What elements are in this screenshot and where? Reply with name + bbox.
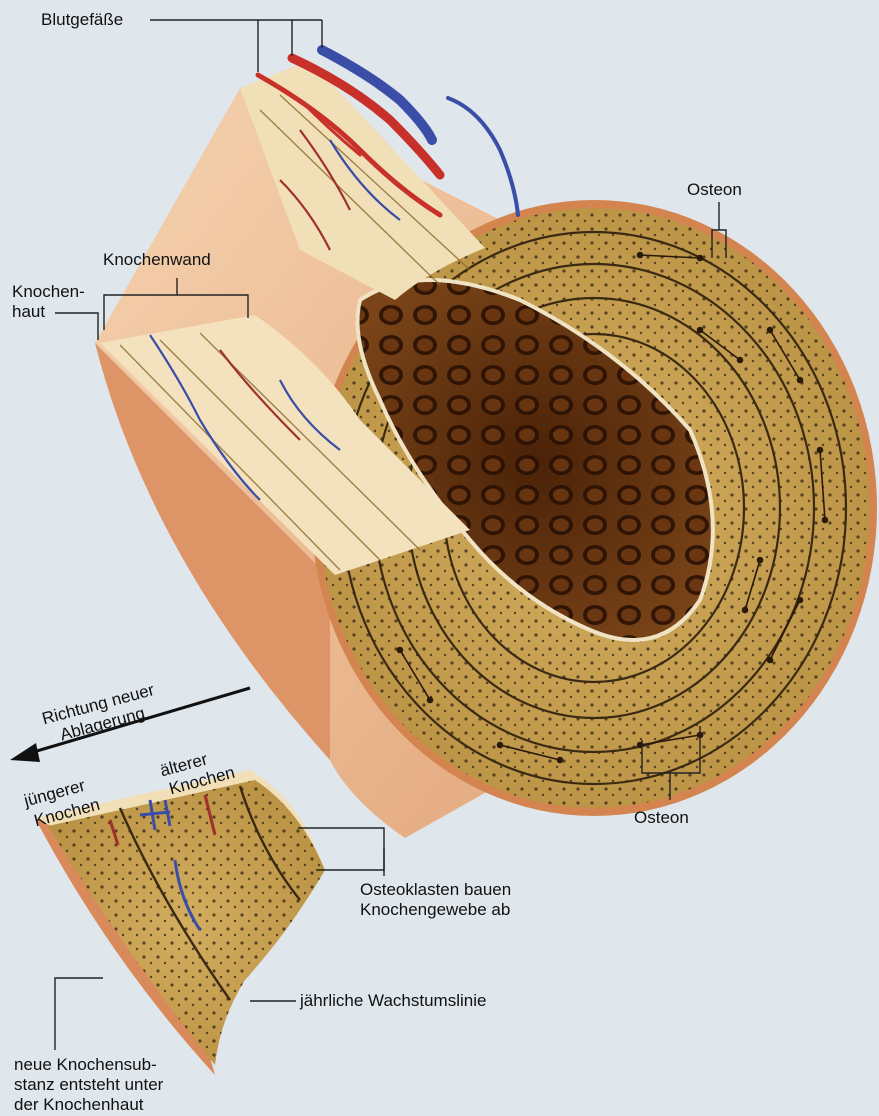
label-bone-wall: Knochenwand xyxy=(103,250,211,270)
label-new-substance-line3: der Knochenhaut xyxy=(14,1095,144,1115)
label-blood-vessels: Blutgefäße xyxy=(41,10,123,30)
label-new-substance-line2: stanz entsteht unter xyxy=(14,1075,163,1095)
label-osteon-bottom: Osteon xyxy=(634,808,689,828)
label-osteoclasts-line1: Osteoklasten bauen xyxy=(360,880,511,900)
main-bone xyxy=(95,50,877,838)
label-osteon-top: Osteon xyxy=(687,180,742,200)
label-growth-line: jährliche Wachstumslinie xyxy=(300,991,486,1011)
leader-new-substance xyxy=(55,978,103,1050)
label-new-substance-line1: neue Knochensub- xyxy=(14,1055,157,1075)
label-osteoclasts-line2: Knochengewebe ab xyxy=(360,900,510,920)
label-periosteum-line1: Knochen- xyxy=(12,282,85,302)
label-periosteum-line2: haut xyxy=(12,302,45,322)
leader-periosteum xyxy=(55,313,98,340)
